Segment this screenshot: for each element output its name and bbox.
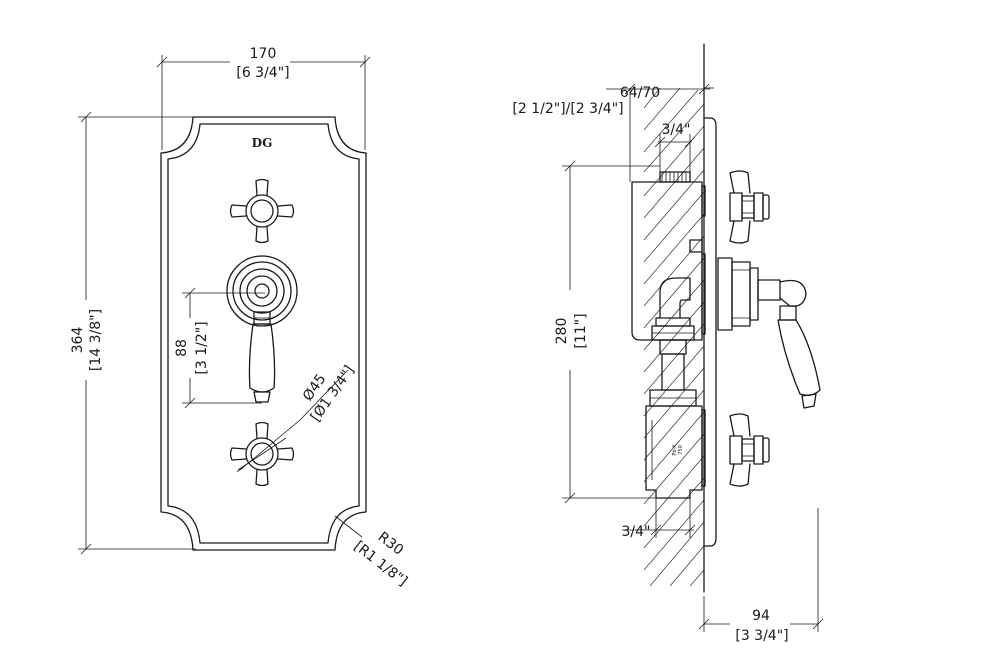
front-height-in: [14 3/8"] xyxy=(88,309,104,371)
side-valve-body: Pb-X 750 xyxy=(631,171,706,499)
side-top-crosshead xyxy=(729,170,770,244)
front-top-crosshead xyxy=(229,178,295,244)
wall-hatching xyxy=(643,87,705,587)
front-width-mm: 170 xyxy=(250,46,277,62)
front-spacing-mm: 88 xyxy=(174,339,190,357)
valve-label-1: Pb-X xyxy=(672,444,678,456)
side-projection-in: [3 3/4"] xyxy=(735,628,788,644)
side-center-lever xyxy=(717,257,821,409)
front-width-in: [6 3/4"] xyxy=(236,65,289,81)
side-depth-mm: 64/70 xyxy=(620,85,660,101)
front-plate xyxy=(160,116,367,551)
front-height-mm: 364 xyxy=(70,327,86,354)
valve-label-2: 750 xyxy=(678,445,684,455)
side-dimensions xyxy=(562,83,824,632)
side-projection-mm: 94 xyxy=(752,608,770,624)
side-top-connection: 3/4" xyxy=(662,122,691,138)
side-faceplate xyxy=(703,117,717,547)
side-bottom-crosshead xyxy=(729,413,770,487)
front-bottom-crosshead xyxy=(229,421,295,487)
front-dimensions xyxy=(78,55,371,555)
side-height-in: [11"] xyxy=(573,313,589,348)
side-depth-in: [2 1/2"]/[2 3/4"] xyxy=(512,101,623,117)
side-bottom-connection: 3/4" xyxy=(622,524,651,540)
brand-logo: DG xyxy=(252,136,273,150)
front-spacing-in: [3 1/2"] xyxy=(194,321,210,374)
front-center-lever xyxy=(226,255,298,403)
side-height-mm: 280 xyxy=(554,318,570,345)
